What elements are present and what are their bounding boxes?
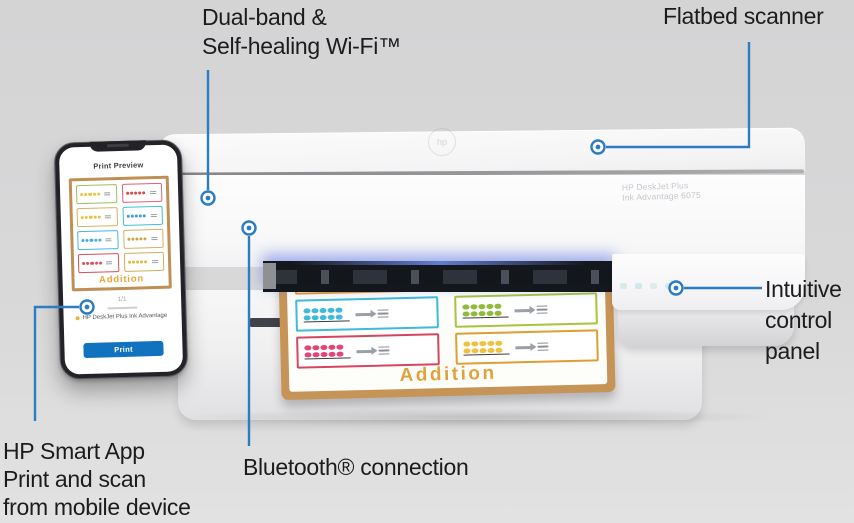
worksheet-box: [295, 296, 439, 332]
counting-dots: [126, 237, 148, 241]
preview-mini-box: [76, 207, 118, 228]
printer-body: [157, 175, 805, 267]
answer-lines: [537, 342, 549, 352]
phone-print-preview-title: Print Preview: [93, 160, 144, 171]
counting-dots: [81, 238, 102, 243]
counting-dots: [127, 260, 149, 264]
arrow-icon: [355, 312, 372, 316]
phone-screen: Print Preview Addition 1/1 HP DeskJet Pl…: [58, 144, 184, 375]
arrow-icon: [514, 308, 531, 312]
answer-lines: [105, 237, 112, 242]
printer-model-text: HP DeskJet Plus Ink Advantage 6075: [622, 179, 713, 202]
counting-dots: [304, 344, 351, 360]
smart-app-label: HP Smart App Print and scan from mobile …: [3, 438, 191, 520]
worksheet-box: [454, 292, 598, 328]
answer-lines: [104, 191, 111, 196]
answer-lines: [104, 214, 111, 219]
counting-dots: [125, 191, 147, 195]
worksheet-box: [455, 329, 599, 365]
counting-dots: [463, 340, 510, 356]
wifi-label: Dual-band & Self-healing Wi-Fi™: [202, 4, 401, 59]
control-panel-label: Intuitive control panel: [765, 276, 842, 364]
printer-output-slot: [263, 261, 615, 292]
phone-notch: [89, 140, 146, 152]
answer-lines: [150, 213, 157, 218]
preview-mini-box: [77, 230, 119, 251]
printer-ground-shadow: [180, 408, 780, 426]
phone-page-indicator: 1/1: [117, 295, 127, 304]
arrow-icon: [356, 349, 373, 353]
hp-logo-emboss: hp: [428, 128, 456, 156]
slot-left-notch: [263, 263, 276, 289]
phone-preview-grid: [75, 182, 165, 274]
counting-dots: [126, 214, 147, 218]
preview-mini-box: [75, 184, 117, 205]
arrow-icon: [515, 345, 532, 349]
panel-light: [650, 283, 657, 289]
printer-status-dot: [75, 316, 80, 321]
preview-mini-box: [77, 253, 119, 274]
answer-lines: [106, 260, 113, 265]
phone-preview-addition-title: Addition: [98, 273, 145, 286]
answer-lines: [150, 236, 157, 241]
preview-mini-box: [123, 251, 165, 272]
flatbed-scanner-label: Flatbed scanner: [663, 3, 824, 29]
slot-rollers: [263, 270, 615, 284]
printer-right-underside: [618, 306, 794, 346]
phone-printer-name: HP DeskJet Plus Ink Advantage: [82, 312, 168, 322]
bluetooth-label: Bluetooth® connection: [243, 454, 469, 480]
answer-lines: [536, 305, 548, 315]
phone-divider: [107, 306, 138, 309]
answer-lines: [377, 309, 389, 319]
worksheet-box: [296, 333, 440, 369]
phone-preview-page: Addition: [68, 175, 172, 292]
print-button[interactable]: Print: [83, 340, 164, 359]
slot-blue-glow: [291, 261, 587, 265]
panel-light: [620, 283, 627, 289]
counting-dots: [82, 261, 103, 266]
counting-dots: [80, 192, 101, 197]
answer-lines: [149, 190, 156, 195]
control-panel-lights: [620, 283, 672, 289]
panel-light: [635, 283, 642, 289]
counting-dots: [80, 215, 102, 220]
preview-mini-box: [121, 182, 163, 203]
counting-dots: [462, 303, 509, 319]
smartphone: Print Preview Addition 1/1 HP DeskJet Pl…: [53, 139, 189, 380]
answer-lines: [151, 259, 158, 264]
preview-mini-box: [122, 205, 164, 226]
preview-mini-box: [122, 228, 164, 249]
phone-speaker: [106, 143, 129, 148]
panel-light: [665, 283, 672, 289]
counting-dots: [303, 307, 350, 323]
phone-printer-row: HP DeskJet Plus Ink Advantage: [75, 312, 168, 322]
answer-lines: [378, 346, 390, 356]
